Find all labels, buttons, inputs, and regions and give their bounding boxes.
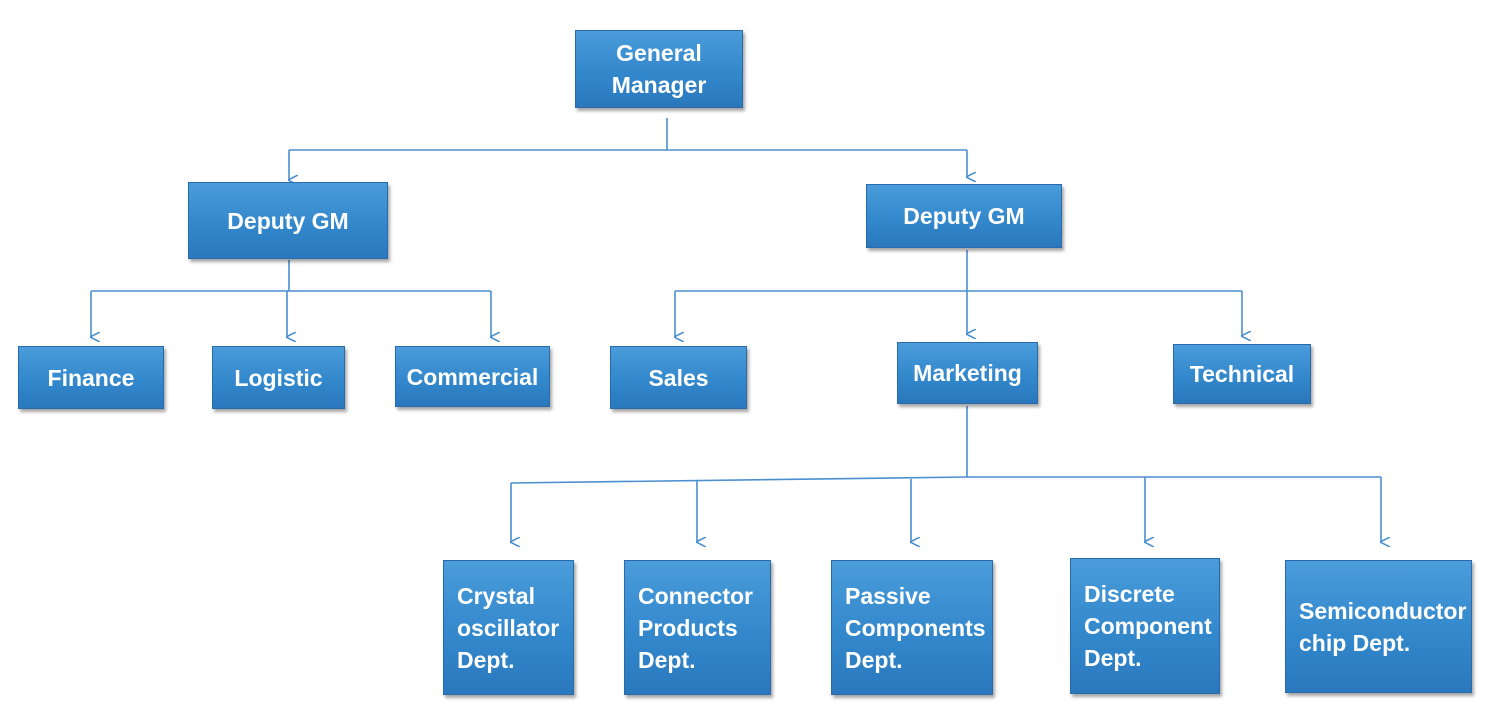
finance-label: Finance (47, 364, 135, 391)
marketing-horizontal-line (510, 476, 1381, 484)
semiconductor-chip-dept-box: Semiconductor chip Dept. (1285, 560, 1472, 693)
connector-products-dept-box: Connector Products Dept. (624, 560, 771, 695)
deputy-gm-right-box: Deputy GM (866, 184, 1062, 248)
deputy-gm-left-box: Deputy GM (188, 182, 388, 259)
deputy-gm-left-label: Deputy GM (227, 207, 349, 234)
crystal-oscillator-dept-box: Crystal oscillator Dept. (443, 560, 574, 695)
general-manager-label: General Manager (611, 40, 707, 98)
technical-box: Technical (1173, 344, 1311, 404)
passive-components-dept-box: Passive Components Dept. (831, 560, 993, 695)
sales-box: Sales (610, 346, 747, 409)
sales-label: Sales (648, 364, 709, 391)
discrete-component-dept-box: Discrete Component Dept. (1070, 558, 1220, 694)
passive-components-dept-label: Passive Components Dept. (845, 582, 986, 673)
commercial-label: Commercial (406, 363, 539, 390)
deputy-gm-right-label: Deputy GM (903, 203, 1025, 229)
marketing-label: Marketing (913, 360, 1022, 386)
general-manager-box: General Manager (575, 30, 743, 108)
technical-label: Technical (1189, 361, 1295, 387)
semiconductor-chip-dept-label: Semiconductor chip Dept. (1299, 597, 1467, 656)
logistic-label: Logistic (234, 364, 323, 391)
connector-products-dept-label: Connector Products Dept. (638, 582, 753, 673)
commercial-box: Commercial (395, 346, 550, 407)
crystal-oscillator-dept-label: Crystal oscillator Dept. (457, 582, 560, 673)
discrete-component-dept-label: Discrete Component Dept. (1084, 581, 1212, 671)
logistic-box: Logistic (212, 346, 345, 409)
marketing-box: Marketing (897, 342, 1038, 404)
finance-box: Finance (18, 346, 164, 409)
